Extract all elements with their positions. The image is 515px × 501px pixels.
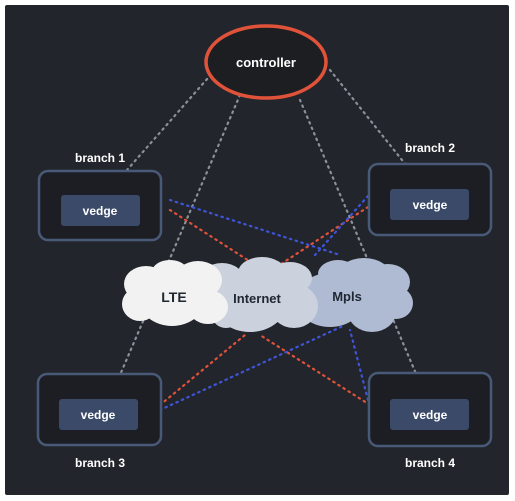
mpls-cloud-label: Mpls — [332, 289, 362, 304]
internet-cloud-label: Internet — [233, 291, 281, 306]
branch-4[interactable]: vedge branch 4 — [367, 371, 493, 470]
branch-4-label: branch 4 — [405, 456, 455, 470]
mpls-cloud[interactable]: Mpls — [296, 258, 413, 332]
mpls-links — [158, 194, 370, 412]
internet-cloud[interactable]: Internet — [198, 257, 318, 332]
vedge-device-3-label: vedge — [81, 408, 116, 422]
lte-cloud-label: LTE — [161, 289, 186, 305]
vedge-device-2-label: vedge — [413, 198, 448, 212]
vedge-device-3[interactable] — [59, 399, 138, 430]
branch-3-label: branch 3 — [75, 456, 125, 470]
internet-link-branch-1 — [168, 208, 262, 270]
mpls-link-branch-1 — [168, 198, 342, 257]
controller-label: controller — [236, 55, 296, 70]
lte-cloud[interactable]: LTE — [122, 260, 228, 326]
vedge-device-4-label: vedge — [413, 408, 448, 422]
vedge-device-1-label: vedge — [83, 204, 118, 218]
vedge-device-2[interactable] — [390, 189, 469, 220]
internet-link-branch-3 — [158, 333, 247, 407]
branch-1[interactable]: branch 1 vedge — [37, 151, 163, 242]
mpls-link-branch-4 — [348, 328, 370, 402]
vedge-device-1[interactable] — [61, 195, 140, 226]
controller-node[interactable]: controller — [204, 24, 328, 100]
branch-2[interactable]: branch 2 vedge — [367, 141, 493, 237]
internet-link-branch-4 — [258, 333, 372, 407]
internet-link-branch-2 — [273, 205, 370, 270]
branch-3[interactable]: vedge branch 3 — [36, 372, 163, 470]
control-link-branch-4 — [298, 98, 427, 397]
branch-1-label: branch 1 — [75, 151, 125, 165]
branch-2-label: branch 2 — [405, 141, 455, 155]
control-link-branch-3 — [103, 93, 242, 412]
mpls-link-branch-3 — [158, 323, 347, 412]
controller-ring — [204, 24, 328, 100]
mpls-link-branch-2 — [313, 194, 370, 257]
vedge-device-4[interactable] — [390, 399, 469, 430]
internet-links — [158, 205, 372, 407]
